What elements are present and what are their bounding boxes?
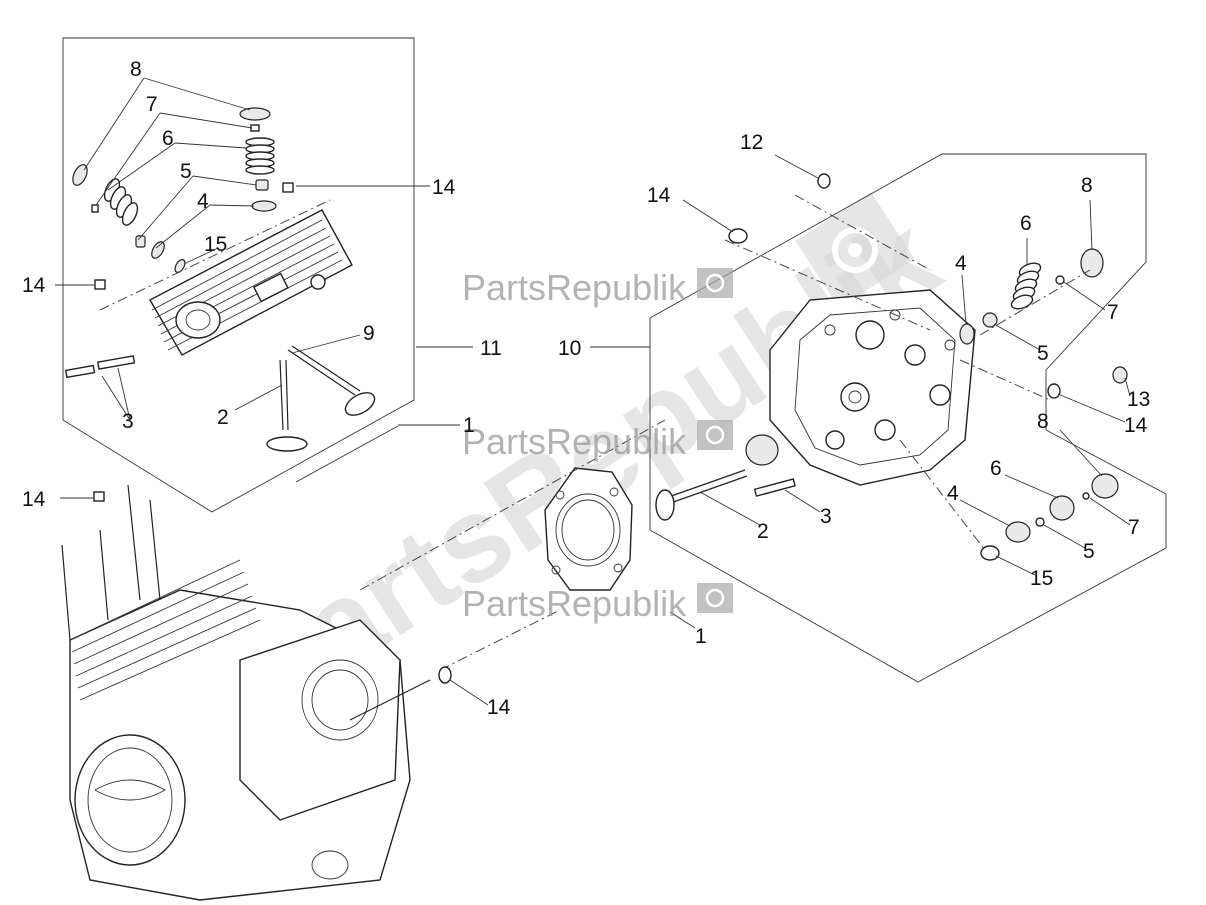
watermark-brand-3: PartsRepublik xyxy=(462,583,733,624)
callout-9: 9 xyxy=(363,322,375,345)
callout-5-right-top: 5 xyxy=(1037,342,1049,365)
callout-6-left: 6 xyxy=(162,127,174,150)
callout-14-right-top: 14 xyxy=(647,184,671,207)
watermark-brand-1: PartsRepublik xyxy=(462,267,733,308)
watermark-gear-icon xyxy=(795,191,915,309)
callout-10: 10 xyxy=(558,337,581,360)
callout-8-left: 8 xyxy=(130,58,142,81)
right-leader-lines xyxy=(590,154,1131,576)
callout-4-right-bottom: 4 xyxy=(947,482,959,505)
right-axis-line-2 xyxy=(794,194,931,271)
right-valve-components xyxy=(655,173,1128,561)
callout-6-right-top: 6 xyxy=(1020,212,1032,235)
callout-1-top: 1 xyxy=(463,414,475,437)
engine-leader-lines xyxy=(60,497,696,706)
callout-7-left: 7 xyxy=(146,93,158,116)
svg-text:PartsRepublik: PartsRepublik xyxy=(462,583,687,624)
callout-12: 12 xyxy=(740,131,763,154)
callout-7-right-top: 7 xyxy=(1107,301,1119,324)
callout-15-right: 15 xyxy=(1030,567,1053,590)
left-valves xyxy=(64,345,376,452)
head-gasket xyxy=(544,467,633,591)
svg-text:PartsRepublik: PartsRepublik xyxy=(462,421,687,462)
part-number-callouts: 8 7 6 5 4 15 14 14 9 11 2 3 14 1 12 14 8… xyxy=(22,58,1150,719)
left-leader-lines xyxy=(55,77,473,483)
right-cylinder-head xyxy=(769,289,976,486)
left-group-frame xyxy=(62,37,415,513)
engine-block xyxy=(61,484,452,901)
right-axis-line-3 xyxy=(959,359,1051,401)
callout-8-right-top: 8 xyxy=(1081,174,1093,197)
callout-14-engine: 14 xyxy=(22,488,46,511)
callout-2-left: 2 xyxy=(217,406,229,429)
callout-4-right-top: 4 xyxy=(955,252,967,275)
left-valve-components xyxy=(72,107,294,290)
callout-15-left: 15 xyxy=(204,233,227,256)
gasket-axis-line-2 xyxy=(439,609,561,671)
callout-11: 11 xyxy=(480,337,502,360)
callout-5-left: 5 xyxy=(180,160,192,183)
callout-5-right-bottom: 5 xyxy=(1083,540,1095,563)
right-axis-line-4 xyxy=(899,439,986,551)
callout-7-right-bottom: 7 xyxy=(1128,516,1140,539)
callout-14-right-mid: 14 xyxy=(1124,414,1148,437)
callout-1-bottom: 1 xyxy=(695,625,707,648)
callout-14-left-top: 14 xyxy=(432,176,456,199)
right-axis-line-5 xyxy=(979,269,1091,336)
svg-text:PartsRepublik: PartsRepublik xyxy=(462,267,687,308)
callout-8-right-bottom: 8 xyxy=(1037,410,1049,433)
callout-6-right-bottom: 6 xyxy=(990,457,1002,480)
callout-3-right: 3 xyxy=(820,505,832,528)
callout-3-left: 3 xyxy=(122,410,134,433)
callout-2-right: 2 xyxy=(757,520,769,543)
right-group-frame xyxy=(649,153,1167,683)
gasket-axis-line xyxy=(359,419,666,591)
left-cylinder-head xyxy=(149,209,353,356)
callout-13: 13 xyxy=(1127,388,1150,411)
callout-4-left: 4 xyxy=(197,190,209,213)
callout-14-bottom: 14 xyxy=(487,696,511,719)
right-axis-line-1 xyxy=(724,239,931,331)
left-axis-line xyxy=(99,199,331,311)
watermark-brand-2: PartsRepublik xyxy=(462,420,733,462)
callout-14-left-side: 14 xyxy=(22,274,46,297)
